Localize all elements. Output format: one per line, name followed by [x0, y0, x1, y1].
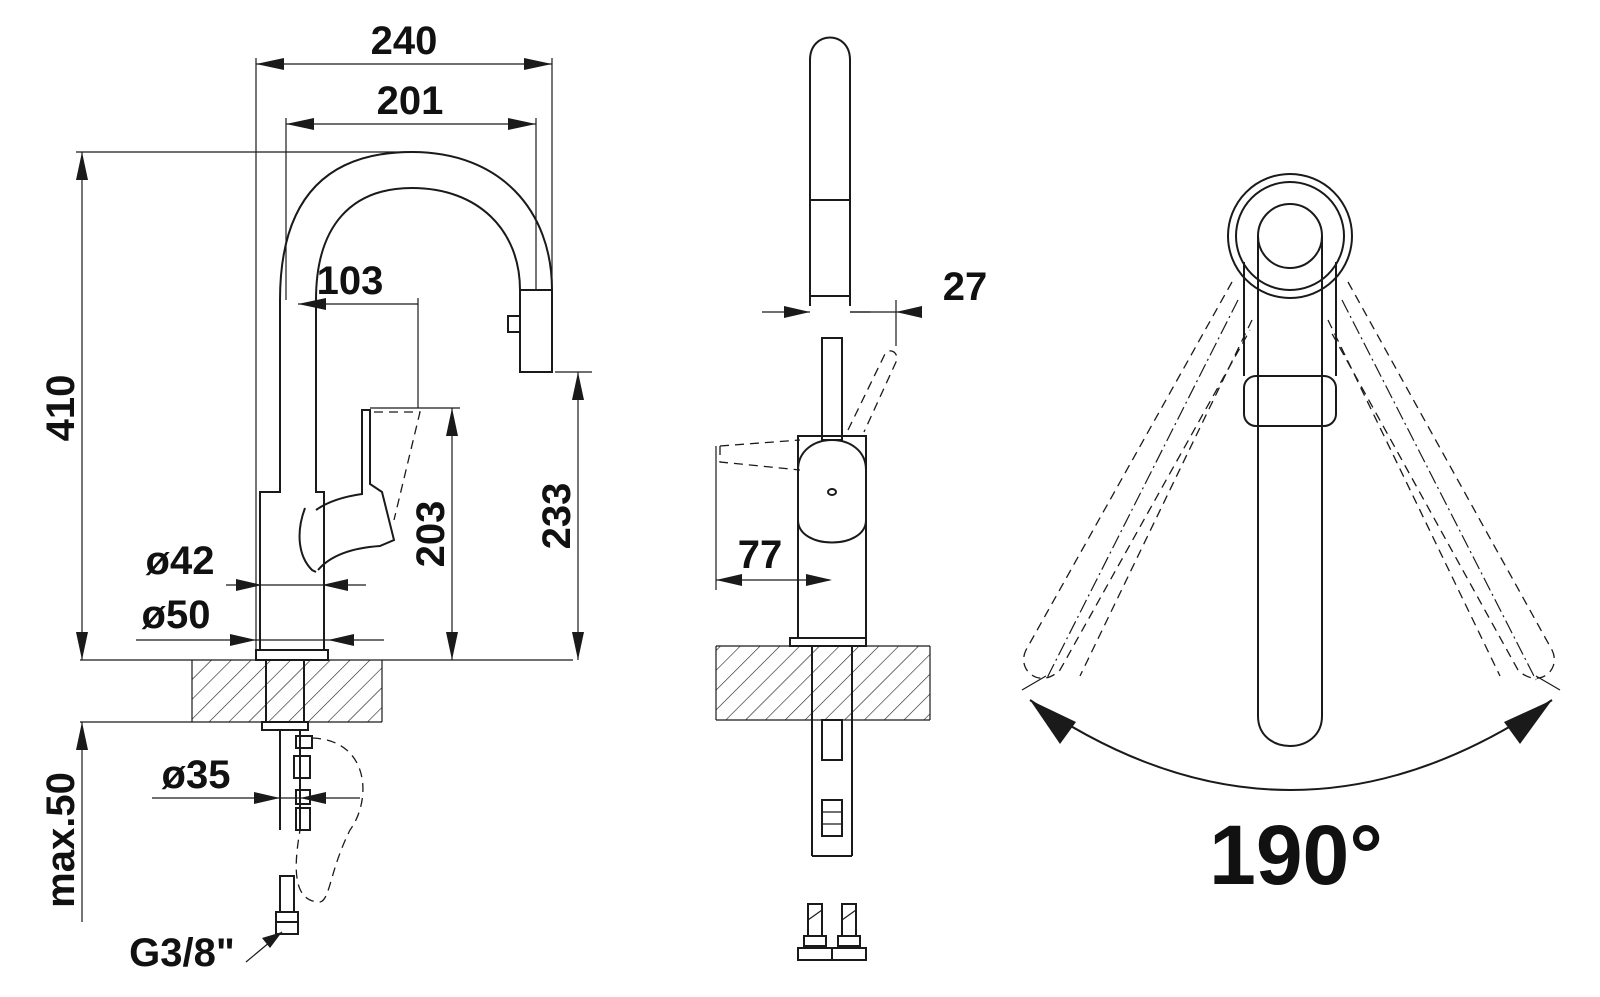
- side-countertop-hatch: [192, 660, 382, 722]
- dimension-max-counter-thickness: max.50: [39, 772, 83, 908]
- top-base-ring: [1227, 173, 1353, 299]
- front-view: 27 77: [715, 36, 988, 961]
- front-body: [797, 435, 867, 638]
- connector-thread-label: G3/8": [129, 931, 235, 975]
- side-view: 240 201 410 103 203 233 ø: [39, 19, 592, 975]
- side-faucet-outline: [259, 150, 553, 651]
- dimension-shank-diameter: ø35: [162, 753, 231, 797]
- side-lever: [315, 409, 396, 571]
- dimension-spout-height: 233: [535, 483, 579, 550]
- dimension-height-overall: 410: [39, 375, 83, 442]
- front-connector-pair: [797, 903, 867, 961]
- dimension-body-diameter: ø42: [146, 539, 215, 583]
- dimension-spout-depth: 27: [943, 265, 988, 309]
- front-lever: [821, 337, 843, 441]
- front-spout: [809, 36, 851, 306]
- top-spout: [1257, 236, 1323, 747]
- dimension-width-overall: 240: [371, 19, 438, 63]
- front-countertop-hatch: [716, 646, 930, 720]
- dimension-lever-offset: 103: [317, 259, 384, 303]
- dimension-lever-height: 203: [409, 501, 453, 568]
- swivel-angle-label: 190°: [1209, 808, 1383, 902]
- dimension-spout-reach: 201: [377, 79, 444, 123]
- dimension-base-diameter: ø50: [142, 593, 211, 637]
- swivel-arc: [1029, 699, 1553, 791]
- dimension-lever-projection: 77: [738, 533, 783, 577]
- top-view: 190°: [1021, 173, 1561, 902]
